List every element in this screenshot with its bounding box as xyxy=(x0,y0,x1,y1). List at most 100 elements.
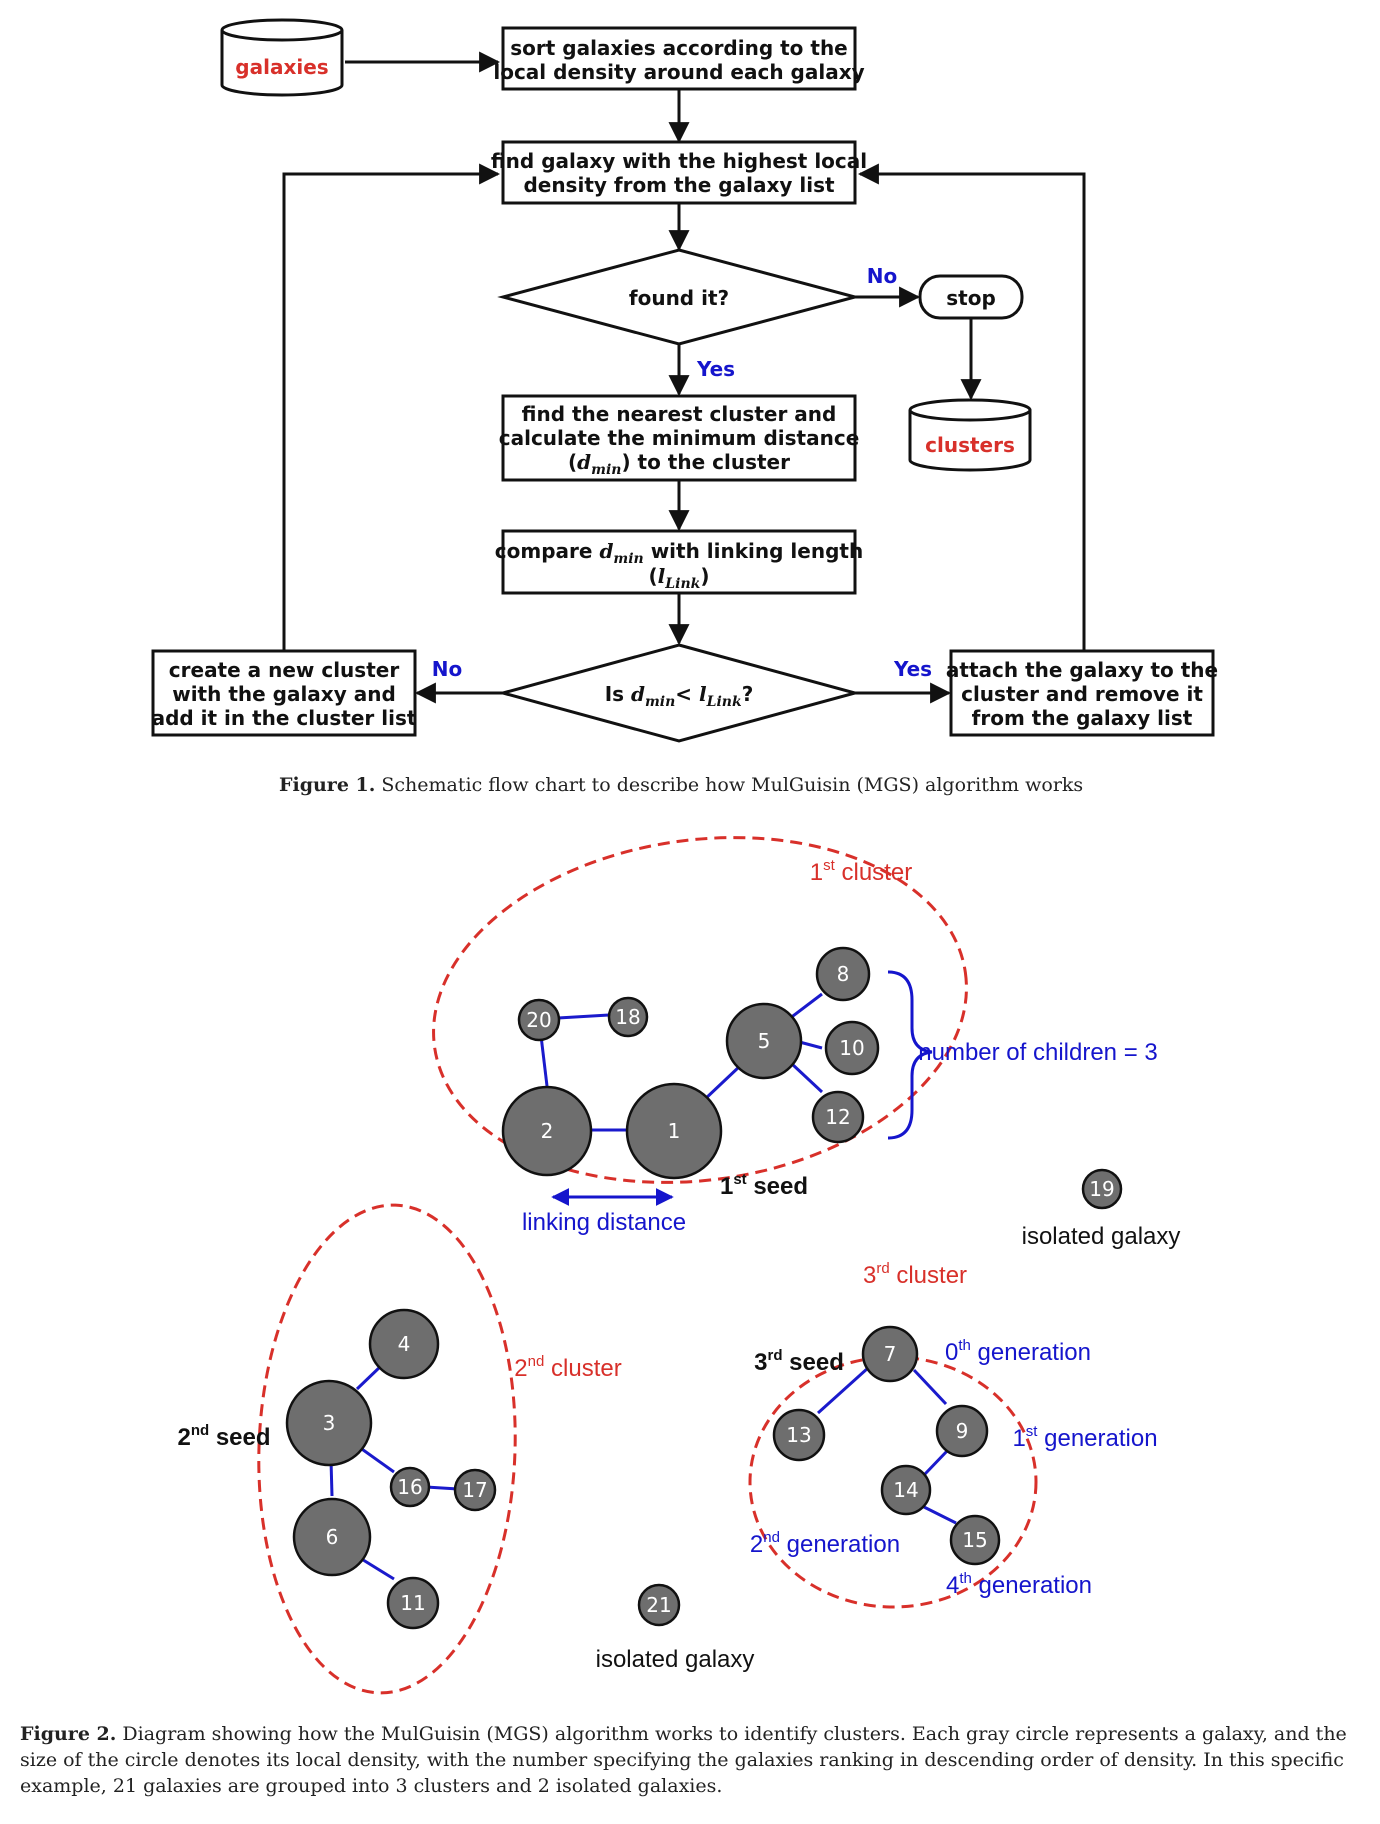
galaxy-label-16: 16 xyxy=(397,1475,422,1499)
galaxy-node-6: 6 xyxy=(292,1497,372,1577)
find-highest-density-box: find galaxy with the highest local densi… xyxy=(491,140,867,205)
edge-3-16 xyxy=(358,1445,395,1474)
galaxy-label-18: 18 xyxy=(615,1005,640,1029)
stop-label: stop xyxy=(946,286,996,310)
cluster2-outline xyxy=(257,1203,517,1695)
yes-label-bottom: Yes xyxy=(893,657,932,681)
attach-line3: from the galaxy list xyxy=(972,706,1193,730)
galaxy-node-19: 19 xyxy=(1081,1168,1123,1210)
sort-galaxies-box: sort galaxies according to the local den… xyxy=(493,26,865,91)
compare-box: compare dmin with linking length (lLink) xyxy=(495,529,863,595)
seed3-label: 3rd seed xyxy=(754,1347,844,1376)
galaxy-label-4: 4 xyxy=(398,1332,411,1356)
stop-terminal: stop xyxy=(918,274,1024,320)
cluster2-label: 2nd cluster xyxy=(514,1353,621,1382)
galaxy-label-7: 7 xyxy=(884,1342,897,1366)
decision-found-label: found it? xyxy=(629,286,729,310)
clusters-database: clusters xyxy=(908,398,1032,472)
galaxy-label-3: 3 xyxy=(323,1411,336,1435)
galaxy-node-8: 8 xyxy=(815,946,871,1002)
galaxy-node-20: 20 xyxy=(517,998,561,1042)
decision-is-label: Is dmin< lLink? xyxy=(605,682,754,710)
galaxy-label-12: 12 xyxy=(825,1105,850,1129)
arrow-create-loop-back xyxy=(282,163,501,651)
find-highest-line2: density from the galaxy list xyxy=(523,173,835,197)
seed2-label: 2nd seed xyxy=(177,1422,270,1451)
galaxy-node-10: 10 xyxy=(824,1020,880,1076)
galaxy-label-2: 2 xyxy=(541,1119,554,1143)
find-nearest-cluster-box: find the nearest cluster and calculate t… xyxy=(499,394,860,482)
galaxy-label-14: 14 xyxy=(893,1478,918,1502)
galaxy-node-13: 13 xyxy=(772,1408,826,1462)
galaxy-label-20: 20 xyxy=(526,1008,551,1032)
edge-5-12 xyxy=(790,1062,824,1094)
find-highest-line1: find galaxy with the highest local xyxy=(491,149,867,173)
galaxy-label-11: 11 xyxy=(400,1591,425,1615)
galaxy-node-2: 2 xyxy=(501,1085,593,1177)
sort-box-line2: local density around each galaxy xyxy=(493,60,864,84)
galaxy-node-17: 17 xyxy=(453,1468,497,1512)
galaxy-nodes: 1 2 3 4 5 6 7 8 9 10 11 12 13 14 15 16 1… xyxy=(285,946,1123,1630)
figure1-caption: Figure 1. Schematic flow chart to descri… xyxy=(279,774,1083,796)
galaxy-label-13: 13 xyxy=(786,1423,811,1447)
seed1-label: 1st seed xyxy=(720,1171,808,1200)
galaxy-label-15: 15 xyxy=(962,1528,987,1552)
figure2-caption-line3: example, 21 galaxies are grouped into 3 … xyxy=(20,1775,722,1797)
attach-galaxy-box: attach the galaxy to the cluster and rem… xyxy=(946,649,1218,737)
nearest-line1: find the nearest cluster and xyxy=(522,402,837,426)
create-line2: with the galaxy and xyxy=(172,682,396,706)
no-label-top: No xyxy=(867,264,897,288)
create-new-cluster-box: create a new cluster with the galaxy and… xyxy=(151,649,417,737)
edge-20-18 xyxy=(557,1013,610,1020)
compare-line2: (lLink) xyxy=(649,564,710,592)
galaxy-node-21: 21 xyxy=(637,1583,681,1627)
cluster3-label: 3rd cluster xyxy=(863,1260,967,1289)
galaxy-label-1: 1 xyxy=(668,1119,681,1143)
linking-distance-label: linking distance xyxy=(522,1209,686,1236)
yes-label-top: Yes xyxy=(696,357,735,381)
galaxy-node-18: 18 xyxy=(607,996,649,1038)
galaxy-label-19: 19 xyxy=(1089,1177,1114,1201)
galaxy-label-8: 8 xyxy=(837,962,850,986)
isolated-galaxy-label-21: isolated galaxy xyxy=(596,1646,755,1673)
galaxy-node-15: 15 xyxy=(949,1514,1001,1566)
galaxy-node-12: 12 xyxy=(811,1090,865,1144)
figure2-diagram: 1 2 3 4 5 6 7 8 9 10 11 12 13 14 15 16 1… xyxy=(20,836,1347,1797)
cluster1-outline xyxy=(432,836,968,1184)
edge-6-11 xyxy=(359,1556,395,1581)
no-label-bottom: No xyxy=(432,657,462,681)
generation4-label: 4th generation xyxy=(946,1570,1092,1599)
galaxy-label-10: 10 xyxy=(839,1036,864,1060)
attach-line1: attach the galaxy to the xyxy=(946,658,1218,682)
edge-14-15 xyxy=(923,1505,957,1525)
decision-found-it: found it? xyxy=(497,248,861,346)
figure1-flowchart: galaxies sort galaxies according to the … xyxy=(151,18,1218,796)
galaxy-label-6: 6 xyxy=(326,1525,339,1549)
galaxies-database-label: galaxies xyxy=(235,55,328,79)
figure2-caption-line1: Figure 2. Diagram showing how the MulGui… xyxy=(20,1723,1347,1745)
decision-dmin-less-than-llink: Is dmin< lLink? xyxy=(497,643,861,743)
compare-line1: compare dmin with linking length xyxy=(495,539,863,567)
edge-3-4 xyxy=(355,1364,383,1391)
sort-box-line1: sort galaxies according to the xyxy=(510,36,848,60)
generation0-label: 0th generation xyxy=(945,1337,1091,1366)
arrow-attach-loop-back xyxy=(857,163,1086,651)
create-line3: add it in the cluster list xyxy=(152,706,417,730)
create-line1: create a new cluster xyxy=(169,658,400,682)
galaxy-label-21: 21 xyxy=(646,1593,671,1617)
galaxy-node-3: 3 xyxy=(285,1379,373,1467)
generation2-label: 2nd generation xyxy=(750,1529,900,1558)
nearest-line2: calculate the minimum distance xyxy=(499,426,860,450)
edge-16-17 xyxy=(425,1485,459,1491)
galaxy-label-9: 9 xyxy=(956,1419,969,1443)
galaxy-node-1: 1 xyxy=(625,1082,723,1180)
galaxy-label-17: 17 xyxy=(462,1478,487,1502)
edge-7-13 xyxy=(816,1366,870,1415)
attach-line2: cluster and remove it xyxy=(961,682,1203,706)
edge-7-9 xyxy=(912,1368,948,1406)
number-of-children-label: number of children = 3 xyxy=(918,1039,1157,1066)
clusters-database-label: clusters xyxy=(925,433,1015,457)
isolated-galaxy-label-19: isolated galaxy xyxy=(1022,1223,1181,1250)
figure2-caption: Figure 2. Diagram showing how the MulGui… xyxy=(20,1723,1347,1797)
